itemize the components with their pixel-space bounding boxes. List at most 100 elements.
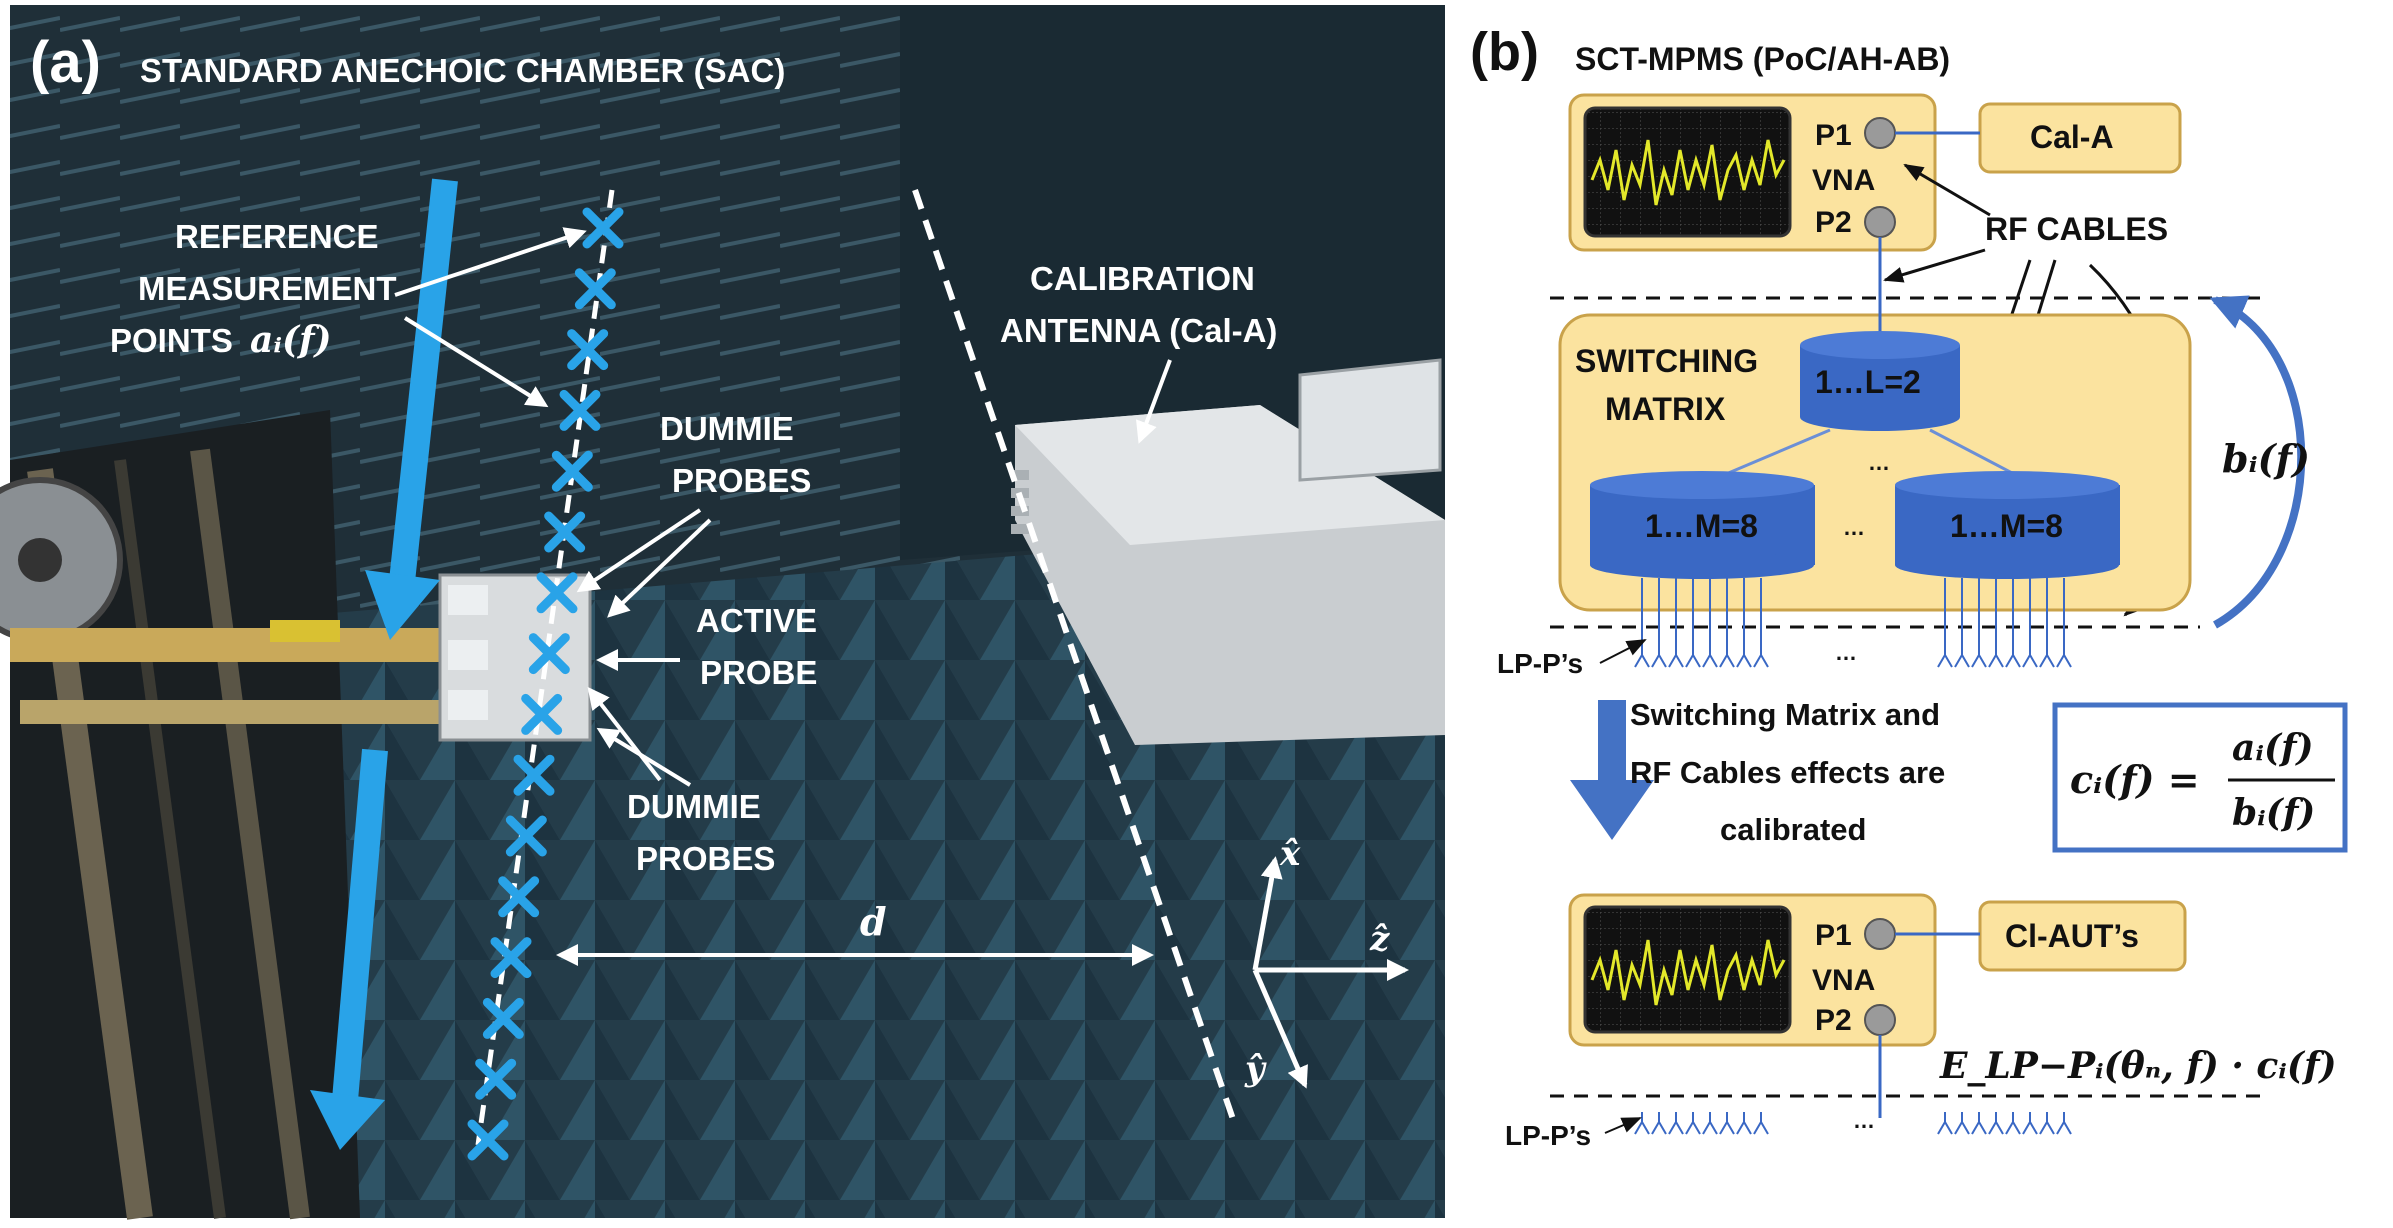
reference-point-marker: [513, 754, 555, 796]
vna-bottom-screen: [1583, 905, 1792, 1034]
probe-element: [1988, 578, 2004, 668]
vna-top-p2: P2: [1815, 206, 1852, 239]
reference-line: [475, 189, 615, 1146]
vna-bottom-port2: [1864, 1004, 1896, 1036]
vna-top-label: VNA: [1812, 164, 1875, 197]
cal-a-label: Cal-A: [2030, 119, 2114, 155]
probe-element: [2005, 578, 2021, 668]
switch-right: [1895, 471, 2120, 579]
lpp-bottom-pointer: [1604, 1117, 1642, 1134]
lpp-bottom-label: LP-P’s: [1505, 1120, 1591, 1151]
probe-ellipsis-bottom: …: [1853, 1108, 1875, 1133]
probe-element: [1736, 578, 1752, 668]
e-label: E_LP−Pᵢ(θₙ, f) · cᵢ(f): [1939, 1045, 2336, 1087]
calibration-label-line1: CALIBRATION: [1030, 260, 1255, 297]
reference-point-marker: [559, 389, 601, 431]
switch-left: [1590, 471, 1815, 579]
reference-points: [467, 207, 624, 1161]
cl-aut-label: Cl-AUT’s: [2005, 918, 2139, 954]
positioner-rails: [0, 410, 360, 1220]
vna-top: P1 VNA P2: [1568, 93, 1937, 252]
lpp-top-label: LP-P’s: [1497, 648, 1583, 679]
reference-point-marker: [528, 633, 570, 675]
reference-point-marker: [582, 207, 624, 249]
probe-element: [2005, 1112, 2021, 1135]
probe-element: [1685, 1112, 1701, 1135]
panel-b: (b) SCT-MPMS (PoC/AH-AB) P1 VNA P2 Cal-A…: [1470, 22, 2348, 1151]
flow-text-2: RF Cables effects are: [1630, 755, 1945, 790]
vna-bottom-p2: P2: [1815, 1004, 1852, 1037]
formula-denominator: bᵢ(f): [2232, 792, 2315, 834]
probe-element: [1988, 1112, 2004, 1135]
vna-top-port2: [1864, 206, 1896, 238]
probe-fan-top: [1634, 578, 2072, 668]
switching-label-2: MATRIX: [1605, 391, 1726, 427]
probe-element: [1937, 578, 1953, 668]
calibration-plane-line: [912, 189, 1238, 1126]
probe-element: [1668, 1112, 1684, 1135]
vna-bottom: P1 VNA P2: [1568, 893, 1937, 1047]
reference-label-line2: MEASUREMENT: [138, 270, 397, 307]
formula-box: [2052, 702, 2348, 853]
reference-point-marker: [482, 997, 524, 1039]
probe-element: [2039, 1112, 2055, 1135]
reference-point-marker: [498, 876, 540, 918]
switching-label-1: SWITCHING: [1575, 343, 1758, 379]
active-label-line1: ACTIVE: [696, 602, 817, 639]
reference-point-marker: [475, 1058, 517, 1100]
calibration-antenna: [1011, 358, 1445, 745]
reference-pointer-1: [394, 227, 587, 297]
probe-element: [1651, 1112, 1667, 1135]
vna-bottom-port1: [1864, 918, 1896, 950]
reference-point-marker: [490, 937, 532, 979]
flow-text-3: calibrated: [1720, 812, 1866, 847]
vna-top-port1: [1864, 117, 1896, 149]
switch-left-label: 1…M=8: [1645, 508, 1758, 544]
vna-top-trace: [1590, 139, 1786, 206]
probe-array: [10, 573, 592, 742]
dummie-top-pointer-1: [576, 508, 702, 593]
reference-point-marker: [467, 1119, 509, 1161]
b-label: bᵢ(f): [2222, 436, 2310, 481]
panel-a: (a) STANDARD ANECHOIC CHAMBER (SAC) REFE…: [0, 5, 1445, 1220]
chamber-floor: [10, 520, 1445, 1218]
calibration-pointer: [1136, 359, 1172, 444]
probe-element: [1954, 578, 1970, 668]
rf-pointer-2: [1883, 248, 1986, 283]
probe-element: [1651, 578, 1667, 668]
probe-element: [1668, 578, 1684, 668]
reference-label-line1: REFERENCE: [175, 218, 379, 255]
probe-fan-bottom: [1634, 1112, 2072, 1135]
axis-x-label: x̂: [1279, 834, 1301, 874]
active-label-line2: PROBE: [700, 654, 817, 691]
probe-element: [1719, 578, 1735, 668]
probe-element: [2022, 578, 2038, 668]
vna-top-screen: [1583, 106, 1792, 238]
reference-point-marker: [551, 450, 593, 492]
dummie-top-line1: DUMMIE: [660, 410, 794, 447]
probe-element: [2039, 578, 2055, 668]
reference-point-marker: [536, 572, 578, 614]
probe-element: [1753, 1112, 1769, 1135]
probe-element: [1753, 578, 1769, 668]
vna-bottom-trace: [1590, 939, 1786, 1006]
reference-label-line3: POINTS: [110, 322, 233, 359]
panel-b-title: SCT-MPMS (PoC/AH-AB): [1575, 41, 1950, 77]
dummie-bottom-line2: PROBES: [636, 840, 775, 877]
probe-ellipsis-top: …: [1835, 640, 1857, 665]
flow-text-1: Switching Matrix and: [1630, 697, 1940, 732]
probe-element: [1971, 578, 1987, 668]
coordinate-axes: x̂ ẑ ŷ: [1244, 834, 1409, 1089]
reference-point-marker: [574, 268, 616, 310]
dummie-bottom-pointer-2: [596, 727, 692, 787]
reference-point-marker: [505, 815, 547, 857]
dummie-bottom-pointer-1: [587, 686, 662, 782]
cl-aut-box: [1978, 900, 2187, 972]
panel-a-title: STANDARD ANECHOIC CHAMBER (SAC): [140, 52, 785, 89]
cal-a-box: [1978, 102, 2182, 174]
formula-numerator: aᵢ(f): [2232, 727, 2314, 769]
reference-point-marker: [544, 511, 586, 553]
probe-element: [1685, 578, 1701, 668]
probe-element: [1702, 578, 1718, 668]
